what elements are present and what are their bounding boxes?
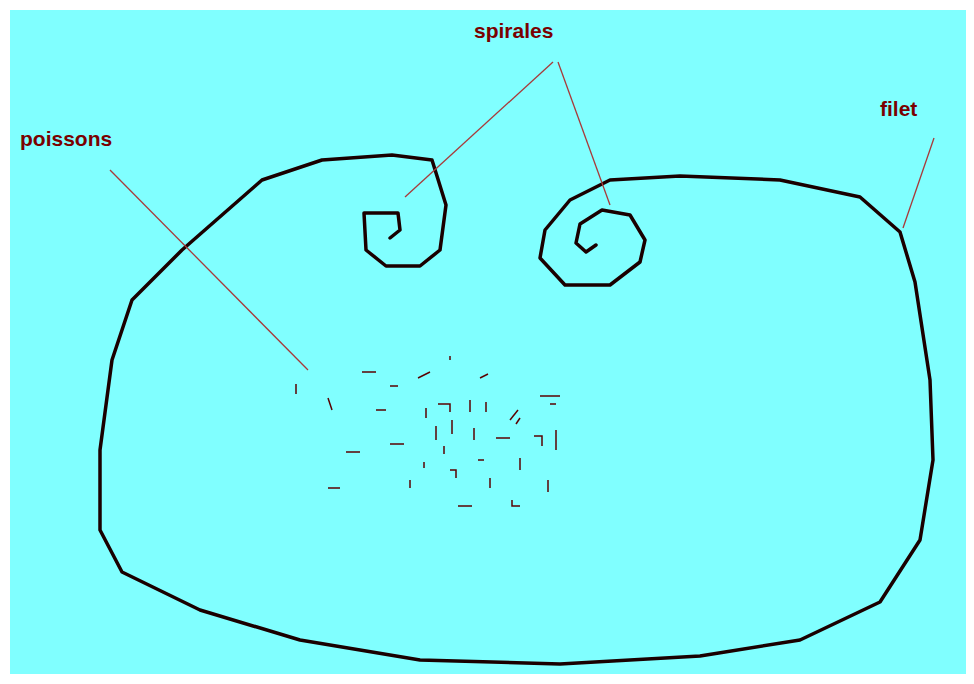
net-outline bbox=[100, 155, 933, 664]
fish-marks bbox=[296, 356, 560, 506]
part-label: spirales bbox=[474, 20, 553, 41]
leader-lines bbox=[110, 62, 934, 370]
part-label: poissons bbox=[20, 128, 112, 149]
background bbox=[10, 10, 966, 674]
part-label: filet bbox=[880, 98, 917, 119]
